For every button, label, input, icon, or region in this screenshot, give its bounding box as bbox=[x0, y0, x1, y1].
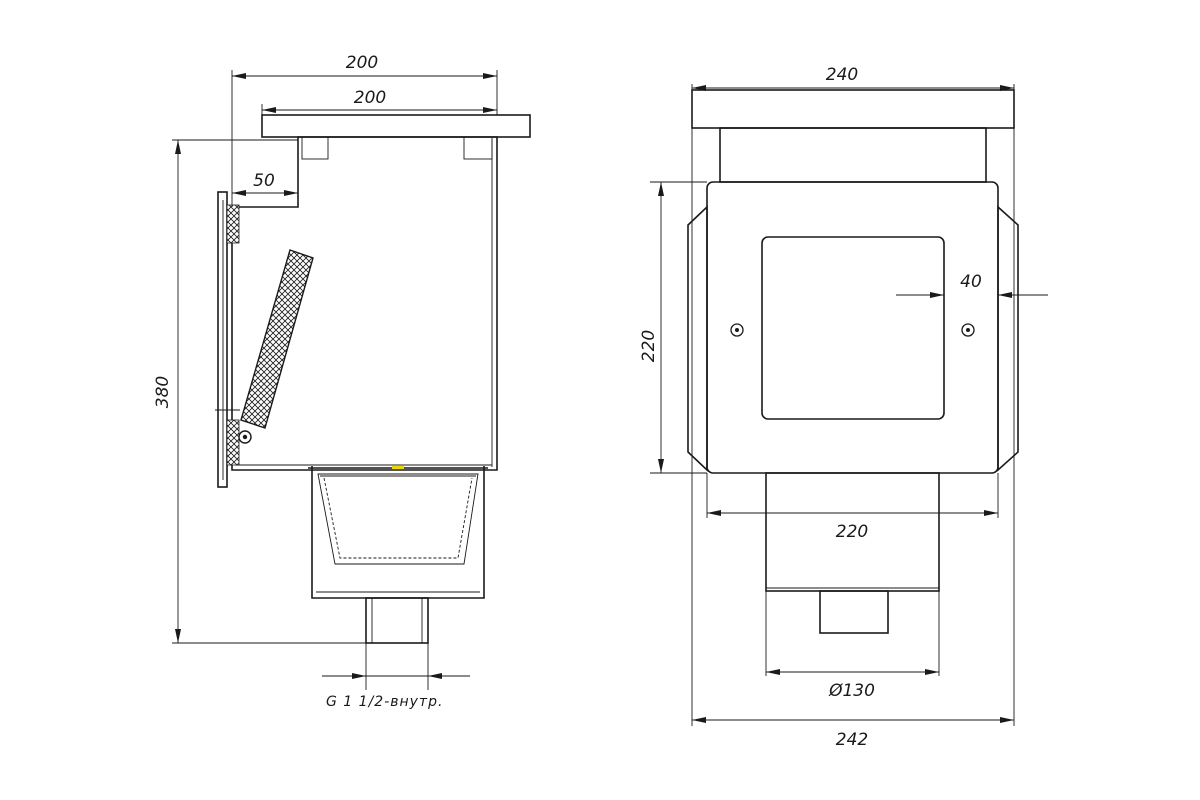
side-front-hatch-bottom bbox=[226, 419, 240, 466]
side-skimmer-flap bbox=[240, 249, 314, 429]
side-main-body bbox=[231, 136, 498, 471]
front-wing-left bbox=[687, 205, 708, 472]
front-view: 240 220 40 220 Ø130 242 bbox=[639, 65, 1048, 750]
dim-overall-width: 242 bbox=[836, 730, 868, 750]
dim-window-offset: 40 bbox=[960, 272, 982, 292]
dim-outlet-diameter: Ø130 bbox=[828, 681, 875, 701]
front-main-body bbox=[706, 181, 999, 474]
dim-height: 380 bbox=[153, 376, 173, 408]
front-wing-right bbox=[997, 205, 1019, 472]
front-neck bbox=[719, 127, 987, 183]
dim-flange-width: 240 bbox=[826, 65, 858, 85]
side-view: 200 200 50 380 G 1 1/2-внутр. bbox=[153, 53, 531, 710]
dim-body-width: 220 bbox=[836, 522, 868, 542]
side-front-plate bbox=[217, 191, 228, 488]
front-top-flange bbox=[691, 89, 1015, 129]
side-basket-inner bbox=[323, 477, 473, 559]
side-flap-hinge-center bbox=[242, 434, 248, 440]
side-basket-housing bbox=[311, 466, 485, 599]
front-window bbox=[761, 236, 945, 420]
side-outlet-pipe bbox=[365, 597, 429, 644]
side-top-flange bbox=[261, 114, 531, 138]
dim-flap: 50 bbox=[253, 171, 275, 191]
dim-top-outer: 200 bbox=[346, 53, 378, 73]
front-outlet bbox=[819, 590, 889, 634]
thread-note: G 1 1/2-внутр. bbox=[326, 694, 443, 710]
side-flange-tab-right bbox=[463, 136, 493, 160]
dim-body-height: 220 bbox=[639, 330, 659, 362]
side-front-hatch-top bbox=[226, 204, 240, 244]
side-basket bbox=[317, 473, 479, 565]
dim-top-inner: 200 bbox=[354, 88, 386, 108]
side-marker-yellow bbox=[392, 466, 404, 469]
side-flange-tab-left bbox=[301, 136, 329, 160]
